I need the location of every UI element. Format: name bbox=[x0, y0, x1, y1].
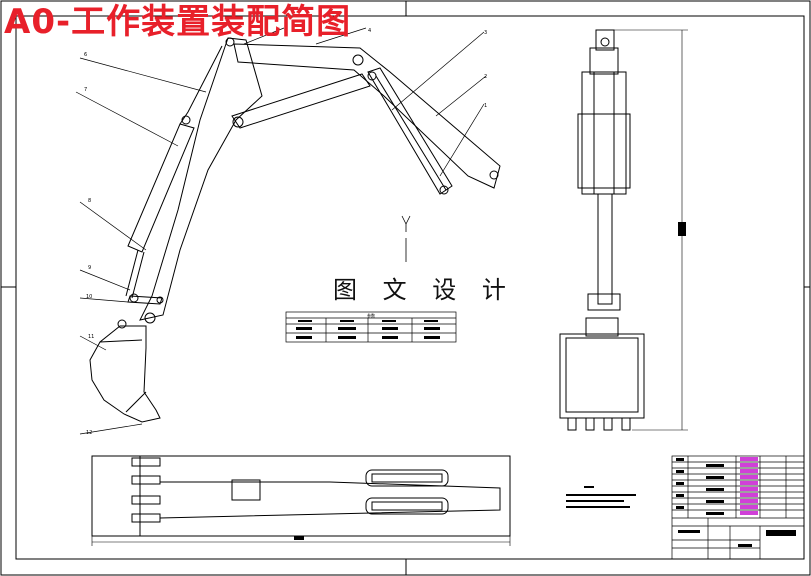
drawing-title: A0-工作装置装配简图 bbox=[4, 2, 352, 42]
link-rod bbox=[231, 73, 371, 129]
view-direction-marker bbox=[401, 215, 411, 262]
parameter-table-title: 参数 bbox=[367, 312, 375, 318]
technical-notes bbox=[566, 486, 636, 508]
watermark-text: 图 文 设 计 bbox=[333, 276, 515, 304]
callout-4: 4 bbox=[368, 28, 371, 34]
bom-text-marks bbox=[676, 458, 796, 547]
part-callouts: 1 2 3 4 5 6 7 8 9 10 11 12 bbox=[84, 26, 487, 436]
callout-8: 8 bbox=[88, 198, 91, 204]
side-view bbox=[89, 37, 501, 423]
leader-lines bbox=[75, 27, 487, 435]
title-block bbox=[671, 455, 805, 560]
callout-12: 12 bbox=[86, 430, 92, 436]
bucket-cylinder bbox=[367, 67, 453, 195]
front-view bbox=[559, 29, 645, 431]
stick bbox=[233, 43, 501, 189]
callout-11: 11 bbox=[88, 334, 94, 340]
callout-5: 5 bbox=[284, 26, 287, 32]
callout-2: 2 bbox=[484, 74, 487, 80]
parameter-table bbox=[285, 311, 457, 343]
callout-7: 7 bbox=[84, 87, 87, 93]
bucket-teeth bbox=[567, 417, 631, 431]
bom-highlighted-entries bbox=[740, 457, 758, 515]
callout-3: 3 bbox=[484, 30, 487, 36]
bucket bbox=[89, 325, 161, 423]
plan-view-width-dimension bbox=[91, 536, 511, 546]
front-view-height-dimension bbox=[614, 29, 688, 431]
callout-9: 9 bbox=[88, 265, 91, 271]
plan-view bbox=[91, 455, 511, 537]
boom bbox=[139, 37, 263, 321]
plan-teeth bbox=[131, 457, 161, 523]
callout-10: 10 bbox=[86, 294, 92, 300]
boom-cylinder bbox=[127, 123, 195, 253]
callout-6: 6 bbox=[84, 52, 87, 58]
callout-1: 1 bbox=[484, 103, 487, 109]
